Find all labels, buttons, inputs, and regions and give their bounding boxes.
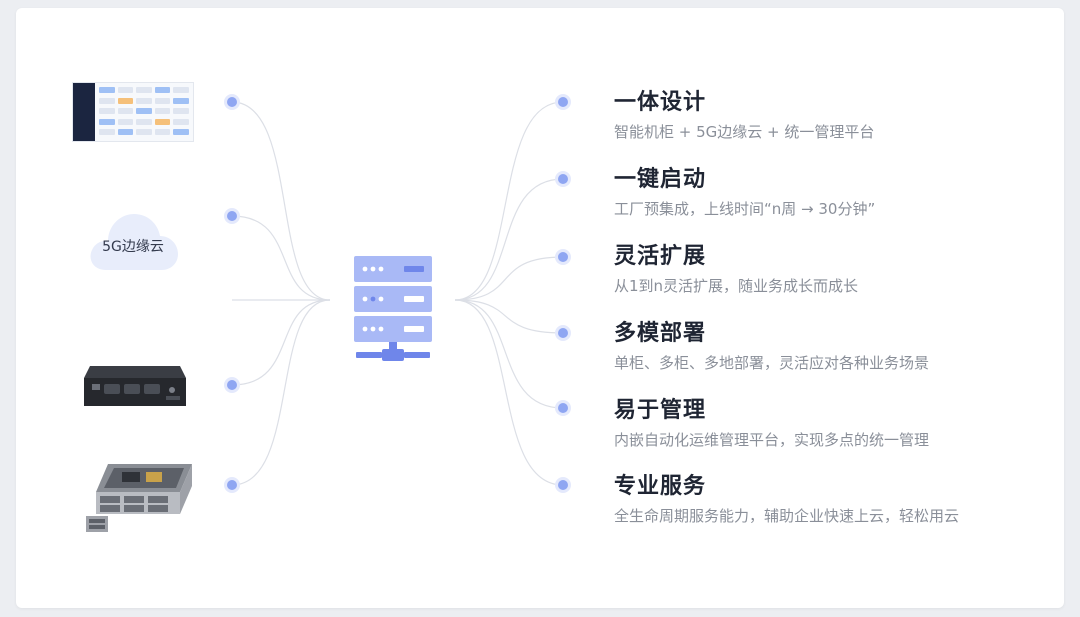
edge-cloud: 5G边缘云 [86, 204, 180, 272]
feature-desc: 全生命周期服务能力，辅助企业快速上云，轻松用云 [614, 507, 960, 525]
feature-2: 一键启动 工厂预集成，上线时间“n周 → 30分钟” [614, 165, 875, 221]
feature-title: 专业服务 [614, 474, 707, 499]
connector-left-1 [231, 101, 331, 301]
feature-4: 多模部署 单柜、多柜、多地部署，灵活应对各种业务场景 [614, 319, 929, 375]
connector-left-4 [231, 299, 331, 486]
node-dot-right-1 [558, 97, 568, 107]
connector-right-1 [454, 101, 564, 301]
feature-desc: 从1到n灵活扩展，随业务成长而成长 [614, 277, 859, 295]
node-dot-left-2 [227, 211, 237, 221]
feature-3: 灵活扩展 从1到n灵活扩展，随业务成长而成长 [614, 242, 858, 298]
server-icon [354, 256, 434, 364]
connector-left-3 [231, 299, 331, 386]
cloud-icon [90, 214, 178, 270]
server-stack-icon [354, 256, 432, 361]
feature-title: 易于管理 [614, 398, 707, 423]
connector-right-5 [454, 299, 564, 409]
edge-cloud-label: 5G边缘云 [102, 239, 164, 255]
feature-title: 多模部署 [614, 321, 707, 346]
feature-title: 灵活扩展 [614, 244, 707, 269]
feature-desc: 智能机柜 + 5G边缘云 + 统一管理平台 [614, 123, 875, 141]
feature-desc: 工厂预集成，上线时间“n周 → 30分钟” [614, 200, 876, 218]
feature-desc: 内嵌自动化运维管理平台，实现多点的统一管理 [614, 431, 930, 449]
feature-title: 一键启动 [614, 167, 707, 192]
feature-desc: 单柜、多柜、多地部署，灵活应对各种业务场景 [614, 354, 930, 372]
dashboard-widgets [95, 83, 193, 141]
dashboard-screenshot [72, 82, 194, 142]
connector-right-3 [454, 256, 564, 301]
node-dot-left-1 [227, 97, 237, 107]
edge-box [82, 362, 188, 408]
node-dot-right-3 [558, 252, 568, 262]
dashboard-sidebar [73, 83, 95, 141]
feature-5: 易于管理 内嵌自动化运维管理平台，实现多点的统一管理 [614, 396, 929, 452]
node-dot-right-2 [558, 174, 568, 184]
rack-server [84, 462, 194, 534]
node-dot-right-4 [558, 328, 568, 338]
feature-title: 一体设计 [614, 90, 707, 115]
connector-right-4 [454, 299, 564, 334]
node-dot-right-6 [558, 480, 568, 490]
node-dot-right-5 [558, 403, 568, 413]
edge-box-icon [84, 366, 186, 406]
feature-1: 一体设计 智能机柜 + 5G边缘云 + 统一管理平台 [614, 88, 874, 144]
connector-right-6 [454, 299, 564, 486]
node-dot-left-3 [227, 380, 237, 390]
feature-6: 专业服务 全生命周期服务能力，辅助企业快速上云，轻松用云 [614, 472, 959, 528]
rack-server-icon [86, 464, 192, 532]
connector-right-2 [454, 178, 564, 301]
connector-left-2 [231, 215, 331, 301]
node-dot-left-4 [227, 480, 237, 490]
